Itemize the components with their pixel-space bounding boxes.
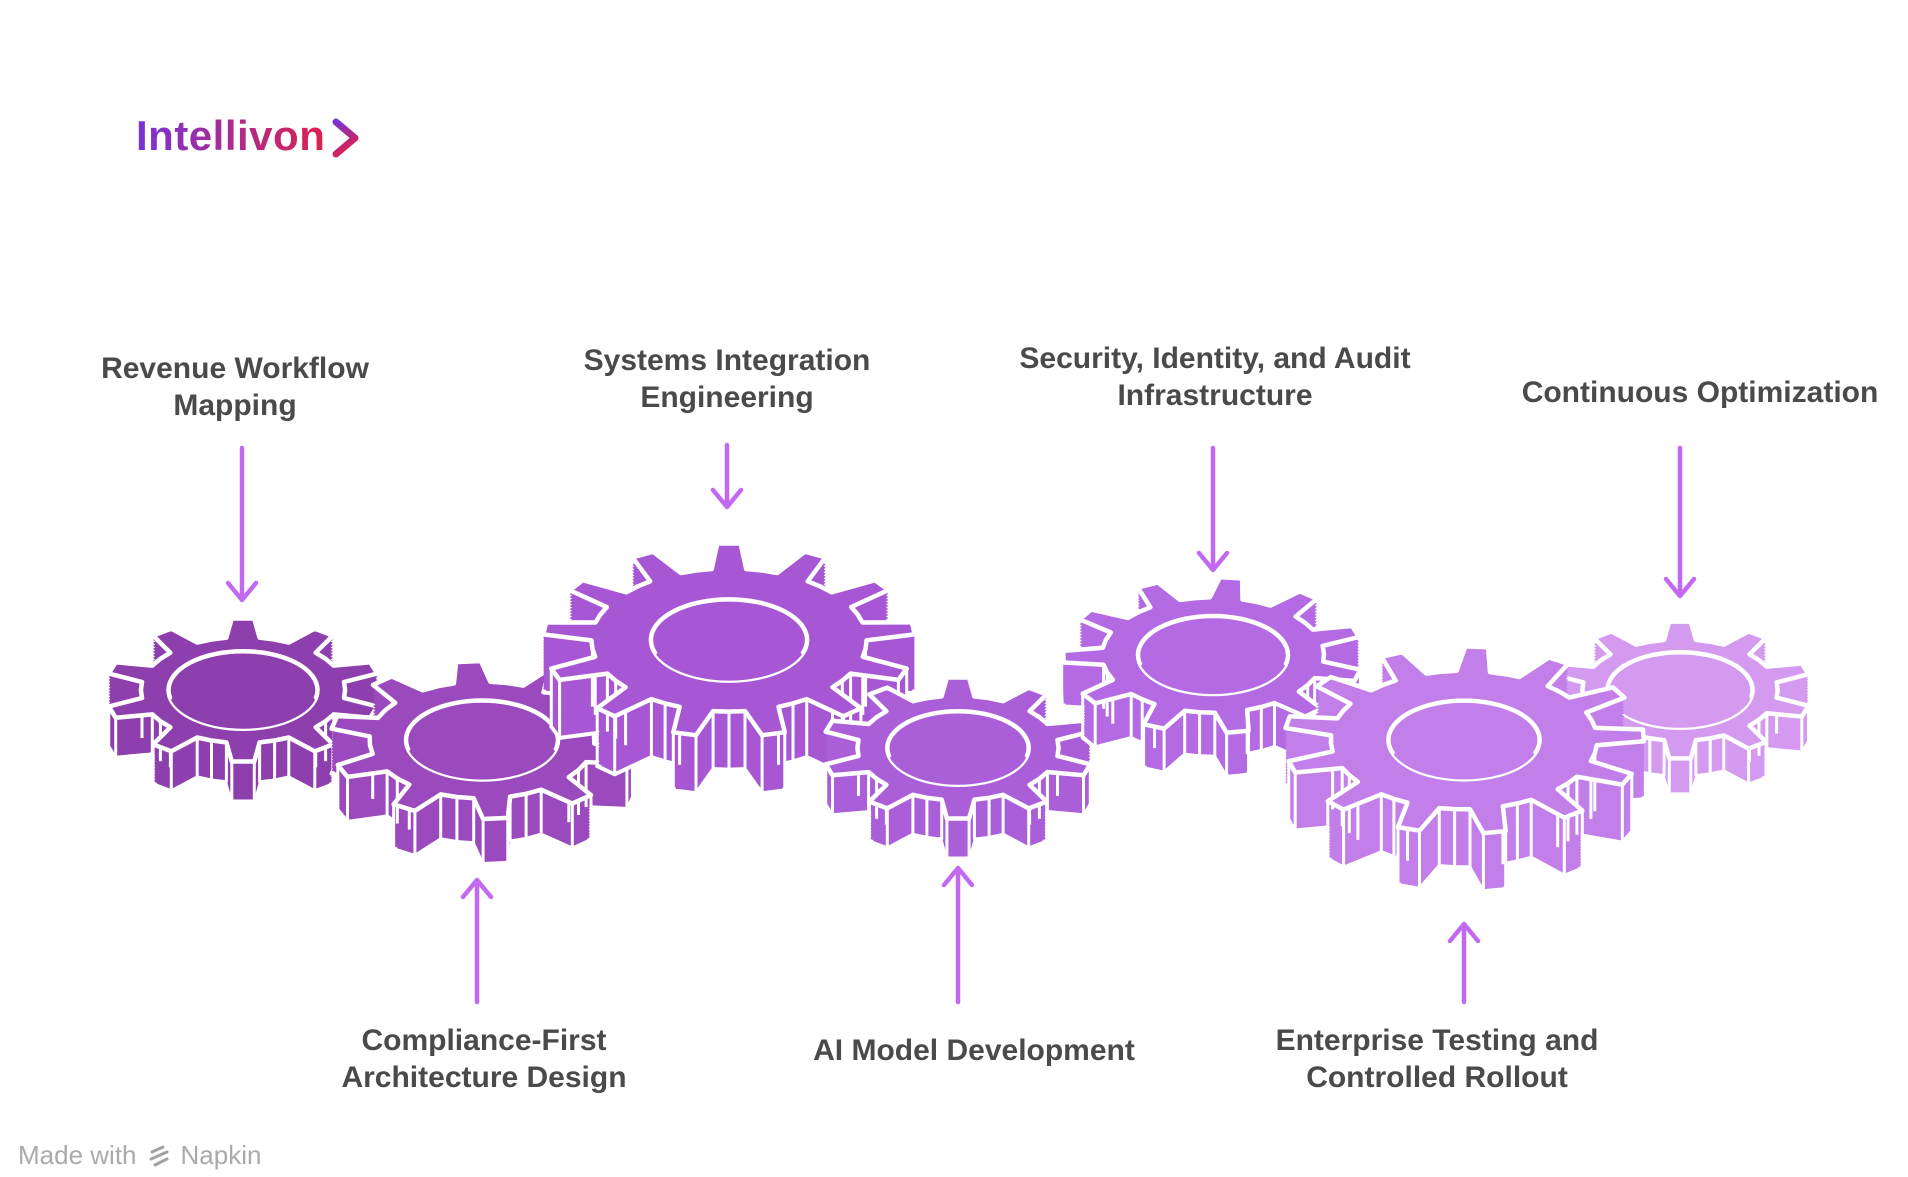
step-label-continuous-optimization: Continuous Optimization bbox=[1522, 374, 1879, 411]
step-label-line: Systems Integration bbox=[583, 344, 871, 377]
arrow-enterprise-testing-and-controlled-rollout bbox=[1447, 921, 1481, 1005]
step-label-line: Revenue Workflow bbox=[101, 352, 369, 385]
step-label-enterprise-testing-and-controlled-rollout: Enterprise Testing and Controlled Rollou… bbox=[1276, 1022, 1599, 1096]
napkin-logo-icon bbox=[149, 1145, 168, 1166]
step-label-line: Continuous Optimization bbox=[1521, 376, 1879, 409]
step-label-line: AI Model Development bbox=[813, 1034, 1135, 1067]
step-label-compliance-first-architecture-design: Compliance-First Architecture Design bbox=[341, 1022, 626, 1096]
logo-text: Intellivon bbox=[136, 112, 326, 159]
step-label-line: Engineering bbox=[640, 381, 814, 414]
step-label-line: Security, Identity, and Audit bbox=[1019, 342, 1411, 375]
chevron-right-icon bbox=[332, 118, 359, 158]
step-label-systems-integration-engineering: Systems Integration Engineering bbox=[584, 342, 871, 416]
gear-revenue-workflow-mapping bbox=[106, 616, 380, 804]
footer-brand: Napkin bbox=[180, 1140, 262, 1170]
gear-ai-model-development bbox=[823, 675, 1093, 861]
arrow-systems-integration-engineering bbox=[710, 442, 744, 510]
step-label-line: Infrastructure bbox=[1117, 379, 1313, 412]
gear-systems-integration-engineering bbox=[541, 541, 917, 796]
logo: Intellivon bbox=[136, 112, 361, 160]
arrow-continuous-optimization bbox=[1663, 445, 1697, 599]
arrow-revenue-workflow-mapping bbox=[225, 445, 259, 603]
step-label-line: Mapping bbox=[173, 389, 297, 422]
arrow-ai-model-development bbox=[941, 865, 975, 1005]
made-with-napkin: Made with Napkin bbox=[18, 1140, 261, 1171]
gear-enterprise-testing-and-controlled-rollout bbox=[1283, 644, 1647, 894]
step-label-revenue-workflow-mapping: Revenue Workflow Mapping bbox=[101, 350, 369, 424]
step-label-ai-model-development: AI Model Development bbox=[813, 1032, 1135, 1069]
step-label-line: Controlled Rollout bbox=[1306, 1061, 1568, 1094]
step-label-line: Compliance-First bbox=[361, 1024, 607, 1057]
footer-text: Made with bbox=[18, 1140, 137, 1170]
step-label-security-identity-and-audit-infrastructure: Security, Identity, and Audit Infrastruc… bbox=[1019, 340, 1410, 414]
step-label-line: Architecture Design bbox=[341, 1061, 627, 1094]
step-label-line: Enterprise Testing and bbox=[1275, 1024, 1599, 1057]
arrow-compliance-first-architecture-design bbox=[460, 877, 494, 1005]
arrow-security-identity-and-audit-infrastructure bbox=[1196, 445, 1230, 573]
